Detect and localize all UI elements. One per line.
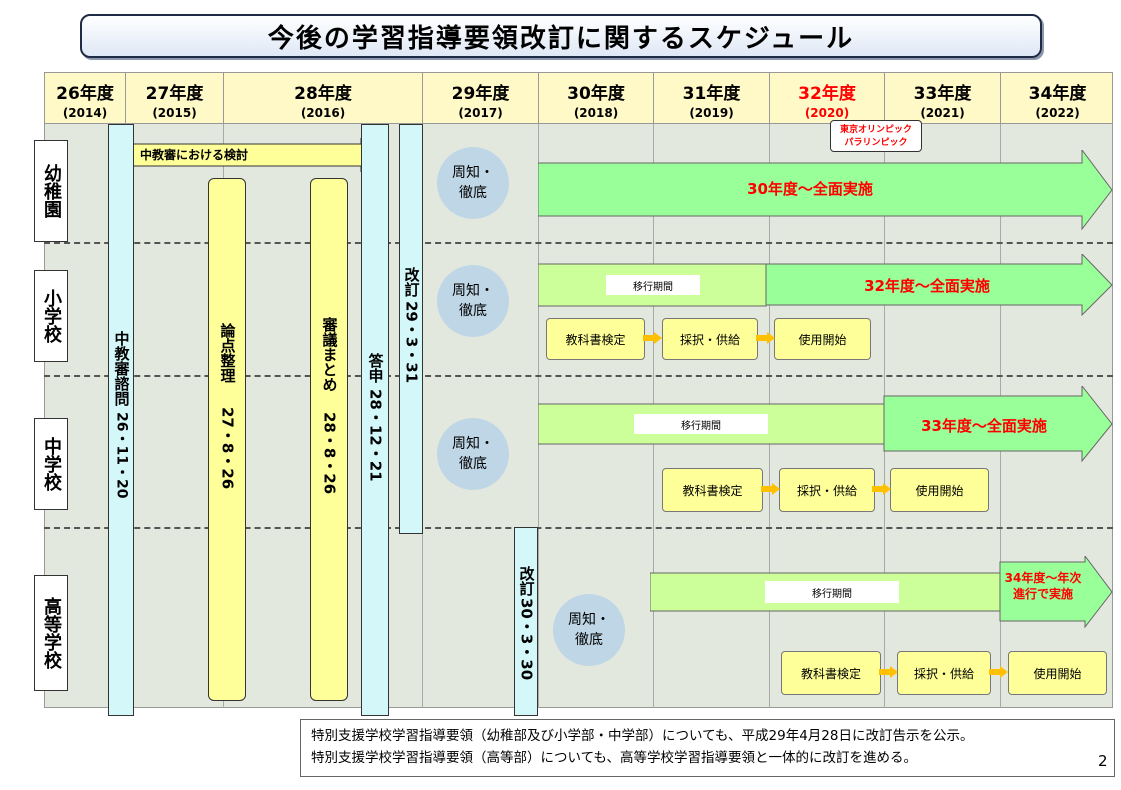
year-header-row: 26年度(2014) 27年度(2015) 28年度(2016) 29年度(20… — [44, 72, 1113, 125]
elem-step-shiyou: 使用開始 — [774, 318, 871, 360]
special-support-note: 特別支援学校学習指導要領（幼稚部及び小学部・中学部）についても、平成29年4月2… — [300, 719, 1115, 777]
step-arrow-icon — [872, 483, 891, 495]
row-label-high: 高等学校 — [34, 575, 68, 691]
shingi-bar: 審議まとめ 28・8・26 — [310, 178, 348, 701]
junior-transition-label: 移行期間 — [634, 414, 768, 434]
high-step-saitaku: 採択・供給 — [897, 651, 991, 695]
high-impl-label: 34年度～年次進行で実施 — [1004, 571, 1082, 601]
high-step-kentei: 教科書検定 — [781, 651, 881, 695]
page-title: 今後の学習指導要領改訂に関するスケジュール — [80, 14, 1042, 58]
junior-step-saitaku: 採択・供給 — [779, 468, 875, 512]
year-cell: 27年度(2015) — [126, 73, 224, 125]
step-arrow-icon — [761, 483, 780, 495]
year-cell-2020: 32年度(2020) — [770, 73, 885, 125]
year-cell: 28年度(2016) — [224, 73, 423, 125]
shuchi-circle-elem: 周知・ 徹底 — [437, 265, 509, 337]
year-cell: 26年度(2014) — [45, 73, 126, 125]
elem-transition-label: 移行期間 — [606, 275, 700, 295]
shimon-bar: 中教審諮問 26・11・20 — [108, 124, 134, 716]
year-cell: 29年度(2017) — [423, 73, 539, 125]
step-arrow-icon — [756, 332, 775, 344]
row-label-elementary: 小学校 — [34, 270, 68, 362]
note-line: 特別支援学校学習指導要領（高等部）についても、高等学校学習指導要領と一体的に改訂… — [311, 750, 918, 766]
row-label-junior: 中学校 — [34, 418, 68, 510]
kaitei-bar-2017: 改訂 29・3・31 — [399, 124, 423, 534]
shuchi-circle-junior: 周知・ 徹底 — [437, 418, 509, 490]
year-cell: 31年度(2019) — [654, 73, 770, 125]
kaitei-bar-2018: 改訂 30・3・30 — [514, 527, 538, 716]
high-step-shiyou: 使用開始 — [1008, 651, 1107, 695]
olympics-callout: 東京オリンピック パラリンピック — [830, 120, 922, 152]
kinder-impl-arrow — [538, 150, 1113, 230]
note-line: 特別支援学校学習指導要領（幼稚部及び小学部・中学部）についても、平成29年4月2… — [311, 728, 974, 744]
year-cell: 34年度(2022) — [1028, 84, 1087, 120]
junior-step-shiyou: 使用開始 — [890, 468, 989, 512]
junior-impl-label: 33年度～全面実施 — [921, 417, 1047, 435]
shuchi-circle-kinder: 周知・ 徹底 — [437, 147, 509, 219]
step-arrow-icon — [989, 666, 1008, 678]
year-cell: 33年度(2021) — [885, 73, 1001, 125]
shuchi-circle-high: 周知・ 徹底 — [553, 594, 625, 666]
toshin-bar: 答申 28・12・21 — [361, 124, 389, 716]
page-number: 2 — [1098, 752, 1108, 770]
elem-step-saitaku: 採択・供給 — [662, 318, 758, 360]
ronten-bar: 論点整理 27・8・26 — [208, 178, 246, 701]
step-arrow-icon — [643, 332, 662, 344]
deliberation-label: 中教審における検討 — [140, 148, 249, 162]
high-transition-label: 移行期間 — [765, 581, 899, 603]
year-cell: 30年度(2018) — [539, 73, 654, 125]
step-arrow-icon — [879, 666, 898, 678]
kinder-impl-label: 30年度～全面実施 — [747, 180, 873, 198]
junior-step-kentei: 教科書検定 — [662, 468, 763, 512]
row-label-kindergarten: 幼稚園 — [34, 140, 68, 242]
elem-impl-label: 32年度～全面実施 — [864, 277, 990, 295]
junior-impl-arrow — [538, 386, 1113, 462]
elem-step-kentei: 教科書検定 — [546, 318, 645, 360]
